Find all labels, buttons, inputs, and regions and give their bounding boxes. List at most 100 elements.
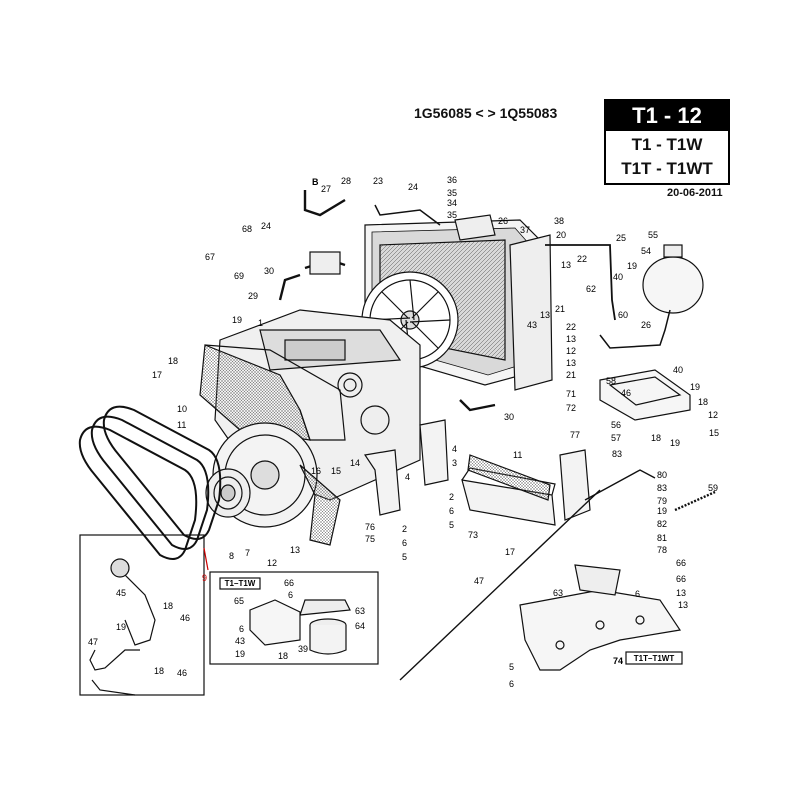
callout: 63	[553, 588, 563, 598]
title-box: T1 - 12 T1 - T1W T1T - T1WT	[604, 99, 730, 185]
callout: 23	[373, 176, 383, 186]
inset-tag-t1t-t1wt: T1T–T1WT	[634, 654, 675, 663]
callout: 5	[449, 520, 454, 530]
inset-tag-t1-t1w: T1–T1W	[225, 579, 256, 588]
callout: 58	[606, 376, 616, 386]
callout: 19	[116, 622, 126, 632]
callout: 28	[341, 176, 351, 186]
callout: 5	[402, 552, 407, 562]
callout: 18	[163, 601, 173, 611]
callout: 15	[331, 466, 341, 476]
callout: 46	[180, 613, 190, 623]
callout: 13	[566, 358, 576, 368]
callout: 2	[449, 492, 454, 502]
callout: 4	[452, 444, 457, 454]
callout: 2	[402, 524, 407, 534]
callout: 18	[154, 666, 164, 676]
callout: 19	[232, 315, 242, 325]
callout: 21	[555, 304, 565, 314]
callout: 76	[365, 522, 375, 532]
callout: 17	[505, 547, 515, 557]
callout: 38	[554, 216, 564, 226]
callout: 77	[570, 430, 580, 440]
callout: 22	[566, 322, 576, 332]
callout: 18	[651, 433, 661, 443]
callout: 75	[365, 534, 375, 544]
callout: 67	[205, 252, 215, 262]
callout: 4	[405, 472, 410, 482]
callout: 24	[261, 221, 271, 231]
callout: 60	[618, 310, 628, 320]
serial-range: 1G56085 < > 1Q55083	[414, 105, 558, 121]
callout: 82	[657, 519, 667, 529]
callout: 13	[561, 260, 571, 270]
callout: 34	[447, 198, 457, 208]
callout: 39	[298, 644, 308, 654]
callout: 43	[235, 636, 245, 646]
callout: 72	[566, 403, 576, 413]
callout: 13	[290, 545, 300, 555]
callout: 29	[248, 291, 258, 301]
callout: 83	[612, 449, 622, 459]
callout: 45	[116, 588, 126, 598]
callout: 13	[678, 600, 688, 610]
callout: 26	[641, 320, 651, 330]
callout: 12	[708, 410, 718, 420]
callout: 21	[566, 370, 576, 380]
callout: 11	[177, 420, 186, 430]
callout: 16	[311, 466, 321, 476]
callout: 6	[239, 624, 244, 634]
callout: 17	[152, 370, 162, 380]
callout: 20	[556, 230, 566, 240]
callout: 47	[88, 637, 98, 647]
callout: 37	[520, 225, 530, 235]
callout: 5	[509, 662, 514, 672]
callout: 12	[566, 346, 576, 356]
callout: 10	[177, 404, 187, 414]
callout: 24	[408, 182, 418, 192]
callout: 18	[698, 397, 708, 407]
callout: 40	[673, 365, 683, 375]
callout: 80	[657, 470, 667, 480]
callout: 6	[449, 506, 454, 516]
callout: 6	[509, 679, 514, 689]
callout: 66	[676, 574, 686, 584]
callout: 1	[258, 318, 263, 328]
callout: 73	[468, 530, 478, 540]
callout: 69	[234, 271, 244, 281]
callout: B	[312, 177, 319, 187]
callout: 59	[708, 483, 718, 493]
model-line-2: T1T - T1WT	[621, 159, 713, 178]
callout: 71	[566, 389, 576, 399]
callout-labels: B 27 28 23 24 36 35 34 35 26 37 38 20 25…	[88, 175, 719, 689]
callout: 62	[586, 284, 596, 294]
callout: 68	[242, 224, 252, 234]
callout: 12	[267, 558, 277, 568]
callout: 57	[611, 433, 621, 443]
callout: 26	[498, 216, 508, 226]
callout: 63	[355, 606, 365, 616]
callout: 66	[676, 558, 686, 568]
callout: 64	[355, 621, 365, 631]
callout: 78	[657, 545, 667, 555]
callout: 6	[402, 538, 407, 548]
callout: 66	[284, 578, 294, 588]
callout: 35	[447, 210, 457, 220]
callout: 56	[611, 420, 621, 430]
callout: 30	[504, 412, 514, 422]
callout: 27	[321, 184, 331, 194]
callout: 3	[452, 458, 457, 468]
callout: 55	[648, 230, 658, 240]
callout: 43	[527, 320, 537, 330]
diagram-code: T1 - 12	[606, 101, 728, 131]
callout: 6	[288, 590, 293, 600]
callout: 79	[657, 496, 667, 506]
callout: 83	[657, 483, 667, 493]
callout: 65	[234, 596, 244, 606]
revision-date: 20-06-2011	[667, 187, 723, 199]
callout: 13	[566, 334, 576, 344]
callout: 40	[613, 272, 623, 282]
callout: 30	[264, 266, 274, 276]
callout: 47	[474, 576, 484, 586]
